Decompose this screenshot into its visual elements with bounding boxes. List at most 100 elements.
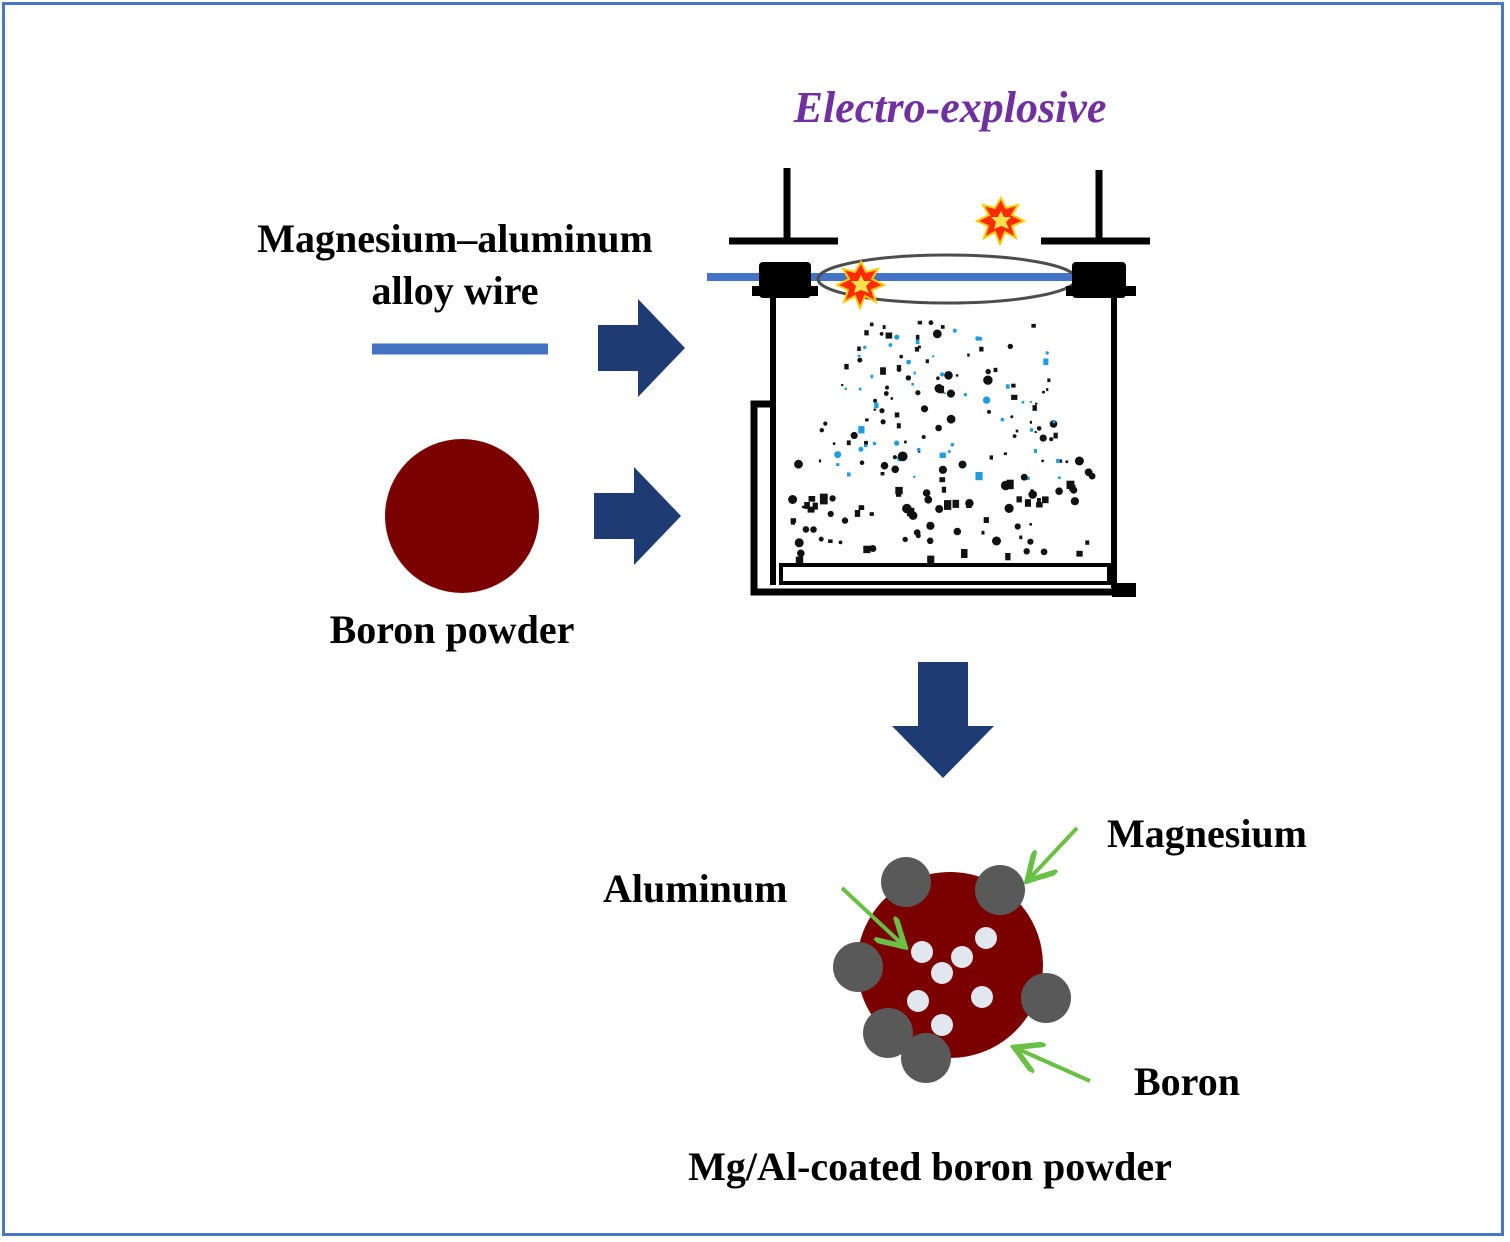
powder-particle bbox=[1011, 383, 1016, 388]
powder-particle bbox=[1031, 323, 1036, 328]
powder-particle bbox=[938, 385, 945, 394]
product-caption: Mg/Al-coated boron powder bbox=[688, 1144, 1172, 1189]
powder-particle bbox=[896, 367, 902, 372]
powder-particle bbox=[1069, 484, 1076, 491]
powder-particle bbox=[1016, 496, 1022, 503]
metal-vapor-particle bbox=[940, 372, 945, 377]
metal-vapor-particle bbox=[894, 334, 900, 340]
powder-particle bbox=[819, 428, 824, 433]
powder-particle bbox=[987, 409, 991, 414]
powder-particle bbox=[939, 477, 946, 483]
powder-particle bbox=[802, 526, 810, 533]
powder-particle bbox=[926, 537, 934, 545]
metal-vapor-particle bbox=[872, 441, 877, 446]
metal-vapor-particle bbox=[836, 463, 840, 466]
powder-particle bbox=[1065, 460, 1069, 464]
powder-particle bbox=[1012, 434, 1017, 438]
reaction-chamber bbox=[707, 168, 1150, 597]
metal-vapor-particle bbox=[1021, 400, 1025, 404]
powder-particle bbox=[1006, 479, 1014, 490]
powder-particle bbox=[1036, 426, 1042, 431]
powder-particle bbox=[938, 465, 948, 474]
metal-vapor-particle bbox=[917, 448, 921, 452]
powder-particle bbox=[797, 549, 805, 558]
powder-particle bbox=[902, 536, 908, 543]
powder-particle bbox=[810, 526, 817, 533]
powder-particle bbox=[818, 459, 822, 463]
powder-particle bbox=[808, 496, 816, 502]
powder-particle bbox=[936, 376, 940, 381]
boron-powder-label: Boron powder bbox=[330, 607, 575, 652]
powder-particle bbox=[879, 408, 885, 414]
powder-particle bbox=[1023, 548, 1030, 555]
powder-particle bbox=[891, 465, 899, 474]
powder-particle bbox=[1055, 487, 1063, 496]
powder-particle bbox=[1020, 473, 1028, 481]
powder-particle bbox=[794, 538, 804, 548]
powder-particle bbox=[899, 354, 904, 359]
powder-particle bbox=[873, 408, 877, 411]
powder-particle bbox=[922, 489, 931, 497]
powder-particle bbox=[832, 442, 836, 445]
metal-vapor-particle bbox=[870, 374, 874, 379]
powder-particle bbox=[1047, 378, 1051, 382]
boron-label: Boron bbox=[1134, 1059, 1240, 1104]
powder-particle bbox=[1028, 490, 1037, 499]
powder-particle bbox=[944, 371, 953, 380]
powder-particle bbox=[880, 461, 889, 470]
powder-particle bbox=[883, 391, 889, 396]
metal-vapor-particle bbox=[1029, 428, 1033, 432]
powder-particle bbox=[1053, 432, 1058, 439]
powder-particle bbox=[1041, 459, 1044, 463]
metal-vapor-particle bbox=[874, 402, 879, 409]
spark-icon bbox=[991, 211, 1011, 229]
powder-particle bbox=[858, 505, 865, 510]
powder-particle bbox=[1015, 429, 1019, 433]
powder-particle bbox=[827, 510, 834, 518]
powder-particle bbox=[801, 505, 805, 509]
powder-particle bbox=[1042, 496, 1049, 504]
powder-particle bbox=[928, 320, 934, 326]
powder-particle bbox=[795, 556, 804, 564]
magnesium-particle bbox=[863, 1008, 913, 1058]
powder-particle bbox=[946, 389, 956, 398]
powder-particle bbox=[892, 455, 898, 460]
magnesium-particle bbox=[833, 942, 883, 992]
magnesium-label: Magnesium bbox=[1107, 811, 1307, 856]
powder-particle bbox=[857, 346, 861, 351]
powder-particle bbox=[807, 506, 815, 513]
metal-vapor-particle bbox=[857, 354, 861, 357]
powder-particle bbox=[890, 397, 894, 400]
metal-vapor-particle bbox=[1057, 476, 1061, 480]
powder-particle bbox=[925, 359, 929, 364]
powder-particle bbox=[917, 320, 922, 325]
powder-particle bbox=[857, 357, 863, 363]
powder-particle bbox=[905, 375, 912, 381]
powder-particle bbox=[869, 512, 874, 516]
powder-particle bbox=[940, 325, 945, 329]
powder-particle bbox=[1004, 503, 1014, 513]
aluminum-particle bbox=[931, 962, 953, 984]
powder-particle bbox=[941, 486, 947, 493]
title-electro-explosive: Electro-explosive bbox=[793, 83, 1107, 132]
powder-particle bbox=[1039, 434, 1047, 442]
powder-particle bbox=[864, 330, 869, 336]
metal-vapor-particle bbox=[1043, 358, 1049, 366]
metal-vapor-particle bbox=[913, 475, 916, 478]
powder-particle bbox=[1032, 405, 1037, 411]
powder-particle bbox=[1027, 538, 1034, 545]
powder-particle bbox=[1036, 502, 1043, 508]
powder-particle bbox=[983, 375, 993, 385]
aluminum-particle bbox=[931, 1014, 953, 1036]
powder-particle bbox=[1070, 497, 1079, 506]
powder-particle bbox=[841, 384, 844, 387]
wire-label-line1: Magnesium–aluminum bbox=[257, 216, 653, 261]
powder-particle bbox=[983, 517, 989, 523]
powder-particle bbox=[926, 521, 935, 530]
powder-particle bbox=[863, 545, 871, 554]
down-arrow bbox=[892, 662, 994, 778]
metal-vapor-particle bbox=[888, 343, 893, 347]
powder-particle bbox=[880, 367, 886, 375]
powder-particle bbox=[873, 398, 878, 403]
